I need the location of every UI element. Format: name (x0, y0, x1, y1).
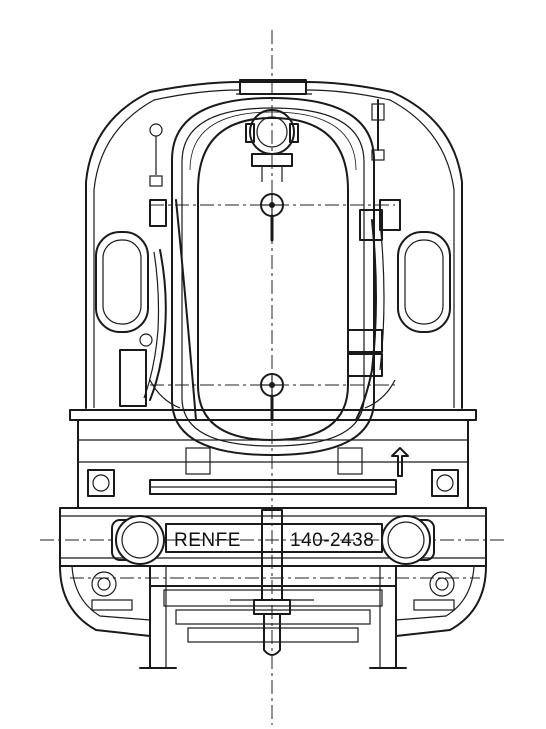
wheel-guard-left (59, 565, 151, 637)
plate-number-text: 140-2438 (290, 530, 374, 551)
plate-railway-text: RENFE (174, 530, 241, 551)
door-handwheel-upper (260, 193, 284, 242)
headlight (245, 109, 299, 182)
front-rail (149, 447, 409, 495)
buffer-left (111, 515, 165, 565)
cab-outline (85, 79, 463, 409)
door-handwheel-lower (260, 373, 284, 422)
buffer-right (381, 515, 435, 565)
wheel-guard-right (395, 565, 487, 637)
smokebox (171, 97, 375, 456)
cab-window-right (397, 231, 451, 333)
cab-window-left (95, 231, 149, 333)
lamp-bracket-right (431, 469, 459, 497)
left-pipework (119, 123, 197, 421)
number-plate: RENFE 140-2438 (165, 523, 383, 553)
pilot-steps (139, 565, 407, 669)
right-pipework (347, 99, 401, 421)
coupling (230, 509, 314, 656)
lamp-bracket-left (87, 469, 115, 497)
